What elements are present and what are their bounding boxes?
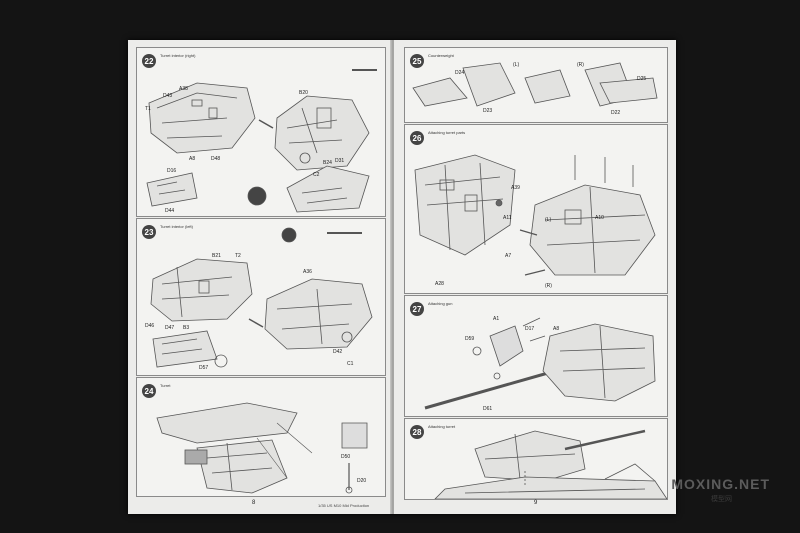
part-label: T2 bbox=[235, 253, 241, 259]
part-label: B3 bbox=[183, 325, 190, 331]
step-28-drawing bbox=[434, 429, 667, 499]
step-23-drawing bbox=[150, 227, 373, 368]
center-spine bbox=[390, 40, 396, 514]
step-26-panel: 26 Attaching turret parts A39 A11 A10 A bbox=[404, 124, 668, 294]
part-label: (L) bbox=[513, 62, 520, 68]
part-label: D23 bbox=[483, 108, 493, 114]
part-label: A28 bbox=[435, 281, 444, 287]
part-label: C2 bbox=[313, 172, 320, 178]
part-label: A36 bbox=[303, 269, 312, 275]
part-label: A38 bbox=[179, 86, 188, 92]
step-caption: Attaching turret parts bbox=[428, 130, 466, 135]
part-label: A11 bbox=[503, 215, 512, 221]
part-label: (R) bbox=[577, 62, 584, 68]
part-label: D25 bbox=[637, 76, 647, 82]
part-label: D57 bbox=[199, 365, 209, 371]
part-label: A7 bbox=[505, 253, 512, 259]
part-label: D16 bbox=[167, 168, 177, 174]
instruction-booklet: 22 Turret interior (right) bbox=[128, 40, 676, 514]
page-number-right: 9 bbox=[534, 500, 538, 506]
step-27-drawing bbox=[424, 317, 656, 410]
step-22-panel: 22 Turret interior (right) bbox=[136, 47, 386, 217]
watermark-logo: MOXING.NET bbox=[671, 476, 770, 492]
step-23-panel: 23 Turret interior (left) bbox=[136, 218, 386, 376]
step-number: 26 bbox=[410, 131, 424, 145]
part-label: D43 bbox=[163, 93, 173, 99]
part-label: B20 bbox=[299, 90, 308, 96]
page-number-left: 8 bbox=[252, 500, 256, 506]
part-label: D48 bbox=[211, 156, 221, 162]
step-22-drawing bbox=[146, 69, 377, 213]
part-label: D42 bbox=[333, 349, 343, 355]
part-label: D17 bbox=[525, 326, 535, 332]
part-label: A39 bbox=[511, 185, 520, 191]
part-label: T1 bbox=[145, 106, 151, 112]
part-label: D61 bbox=[483, 406, 493, 412]
part-label: A10 bbox=[595, 215, 604, 221]
part-label: (L) bbox=[545, 217, 552, 223]
part-label: A1 bbox=[493, 316, 500, 322]
step-24-drawing bbox=[156, 402, 368, 494]
step-number: 25 bbox=[410, 54, 424, 68]
step-number: 24 bbox=[142, 384, 156, 398]
part-label: (R) bbox=[545, 283, 552, 289]
step-caption: Turret interior (right) bbox=[160, 53, 196, 58]
step-25-panel: 25 Counterweight D24 D23 (L) (R) D25 D22 bbox=[404, 47, 668, 123]
part-label: D46 bbox=[145, 323, 155, 329]
part-label: D24 bbox=[455, 70, 465, 76]
step-caption: Attaching gun bbox=[428, 301, 453, 306]
step-number: 28 bbox=[410, 425, 424, 439]
step-caption: Turret interior (left) bbox=[160, 224, 193, 229]
step-caption: Attaching turret bbox=[428, 424, 456, 429]
step-number: 23 bbox=[142, 225, 156, 239]
part-label: C1 bbox=[347, 361, 354, 367]
part-label: D22 bbox=[611, 110, 621, 116]
part-label: D47 bbox=[165, 325, 175, 331]
step-caption: Turret bbox=[160, 383, 171, 388]
left-page: 22 Turret interior (right) bbox=[128, 40, 392, 514]
right-page: 25 Counterweight D24 D23 (L) (R) D25 D22… bbox=[394, 40, 676, 514]
part-label: A8 bbox=[553, 326, 560, 332]
part-label: B21 bbox=[212, 253, 221, 259]
part-label: A8 bbox=[189, 156, 196, 162]
step-number: 22 bbox=[142, 54, 156, 68]
step-number: 27 bbox=[410, 302, 424, 316]
step-24-panel: 24 Turret D50 D20 bbox=[136, 377, 386, 497]
part-label: B24 bbox=[323, 160, 332, 166]
part-label: D44 bbox=[165, 208, 175, 214]
part-label: D59 bbox=[465, 336, 475, 342]
step-26-drawing bbox=[414, 154, 656, 276]
part-label: D50 bbox=[341, 454, 351, 460]
step-27-panel: 27 Attaching gun A1 D17 A8 D59 D61 bbox=[404, 295, 668, 417]
step-28-panel: 28 Attaching turret bbox=[404, 418, 668, 500]
step-25-drawing bbox=[412, 62, 658, 107]
step-caption: Counterweight bbox=[428, 53, 454, 58]
part-label: D20 bbox=[357, 478, 367, 484]
watermark-sub: 模型网 bbox=[711, 496, 732, 503]
footer-text: 1/35 US M10 Mid Production bbox=[318, 503, 370, 508]
part-label: D31 bbox=[335, 158, 345, 164]
